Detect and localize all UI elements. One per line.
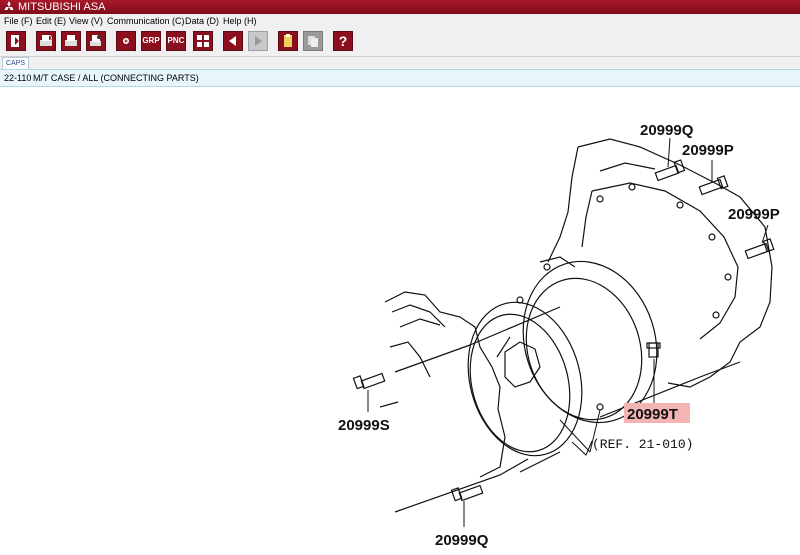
notes-button[interactable]	[278, 31, 298, 51]
copy-button[interactable]	[303, 31, 323, 51]
exit-button[interactable]	[6, 31, 26, 51]
print-button[interactable]	[61, 31, 81, 51]
toolbar: GRP PNC ?	[0, 28, 800, 57]
bolt-p-top	[698, 175, 729, 196]
menu-file[interactable]: File (F)	[4, 16, 33, 26]
pnc-button[interactable]: PNC	[166, 31, 186, 51]
copy-icon	[308, 36, 318, 47]
transmission-case-drawing	[352, 137, 775, 527]
group-description: M/T CASE / ALL (CONNECTING PARTS)	[33, 73, 199, 83]
print-setup-button[interactable]	[86, 31, 106, 51]
title-bar: MITSUBISHI ASA	[0, 0, 800, 14]
menu-edit[interactable]: Edit (E)	[36, 16, 67, 26]
selected-part-highlight	[624, 403, 690, 423]
previous-button[interactable]	[223, 31, 243, 51]
printer-icon	[65, 35, 77, 46]
print-preview-button[interactable]	[36, 31, 56, 51]
bolt-t	[646, 342, 661, 358]
part-label-20999q-top[interactable]: 20999Q	[640, 122, 694, 139]
group-code: 22-110	[4, 73, 32, 83]
reference-label[interactable]: (REF. 21-010)	[592, 437, 693, 452]
bolt-q-bottom	[450, 484, 484, 502]
bolt-s	[352, 372, 386, 390]
part-label-20999t[interactable]: 20999T	[627, 406, 678, 423]
tab-strip: CAPS	[0, 57, 800, 69]
grid-view-button[interactable]	[193, 31, 213, 51]
bolt-p-right	[744, 238, 775, 260]
menu-communication[interactable]: Communication (C)	[107, 16, 185, 26]
menu-help[interactable]: Help (H)	[223, 16, 257, 26]
menu-data[interactable]: Data (D)	[185, 16, 220, 26]
next-button[interactable]	[248, 31, 268, 51]
part-label-20999q-bottom[interactable]: 20999Q	[435, 532, 489, 549]
zoom-in-icon	[123, 38, 129, 44]
part-label-20999p-top[interactable]: 20999P	[682, 142, 734, 159]
clipboard-icon	[284, 34, 292, 47]
zoom-button[interactable]	[116, 31, 136, 51]
print-setup-icon	[90, 35, 101, 46]
menu-bar: File (F) Edit (E) View (V) Communication…	[0, 14, 800, 28]
print-preview-icon	[40, 35, 52, 46]
mitsubishi-logo-icon	[4, 1, 14, 10]
help-button[interactable]: ?	[333, 31, 353, 51]
menu-view[interactable]: View (V)	[69, 16, 103, 26]
tab-caps[interactable]: CAPS	[2, 57, 30, 69]
arrow-right-icon	[255, 36, 262, 46]
grp-button[interactable]: GRP	[141, 31, 161, 51]
arrow-left-icon	[229, 36, 236, 46]
bolt-q-top	[654, 159, 686, 182]
breadcrumb: 22-110 M/T CASE / ALL (CONNECTING PARTS)	[0, 69, 800, 87]
grid-icon	[197, 35, 209, 47]
part-label-20999s[interactable]: 20999S	[338, 417, 390, 434]
parts-diagram: 20999Q 20999P 20999P 20999T 20999S 20999…	[338, 122, 780, 549]
window-title: MITSUBISHI ASA	[18, 1, 106, 13]
exit-door-icon	[11, 35, 19, 47]
part-label-20999p-right[interactable]: 20999P	[728, 206, 780, 223]
